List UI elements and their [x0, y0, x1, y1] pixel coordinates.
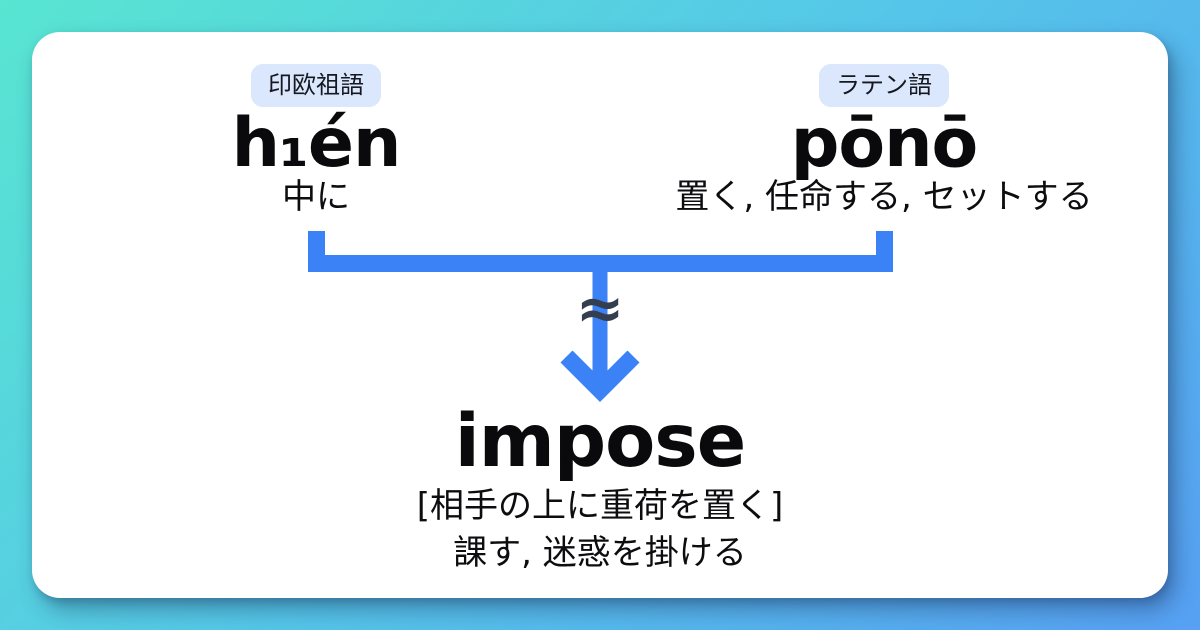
source-meaning: 中に: [282, 177, 350, 218]
source-proto-indo-european: 印欧祖語 h₁én 中に: [116, 64, 516, 217]
source-word: h₁én: [231, 103, 402, 183]
language-badge: ラテン語: [819, 64, 949, 107]
approx-equal-icon: ≈: [575, 274, 625, 342]
language-badge: 印欧祖語: [251, 64, 381, 107]
result-word: impose: [454, 399, 746, 484]
source-latin: ラテン語 pōnō 置く, 任命する, セットする: [664, 64, 1104, 217]
source-word: pōnō: [790, 103, 979, 183]
result-literal-sense: [相手の上に重荷を置く]: [416, 486, 784, 526]
source-meaning: 置く, 任命する, セットする: [675, 177, 1093, 218]
result-meanings: 課す, 迷惑を掛ける: [453, 532, 747, 573]
result-group: impose [相手の上に重荷を置く] 課す, 迷惑を掛ける: [300, 405, 900, 574]
